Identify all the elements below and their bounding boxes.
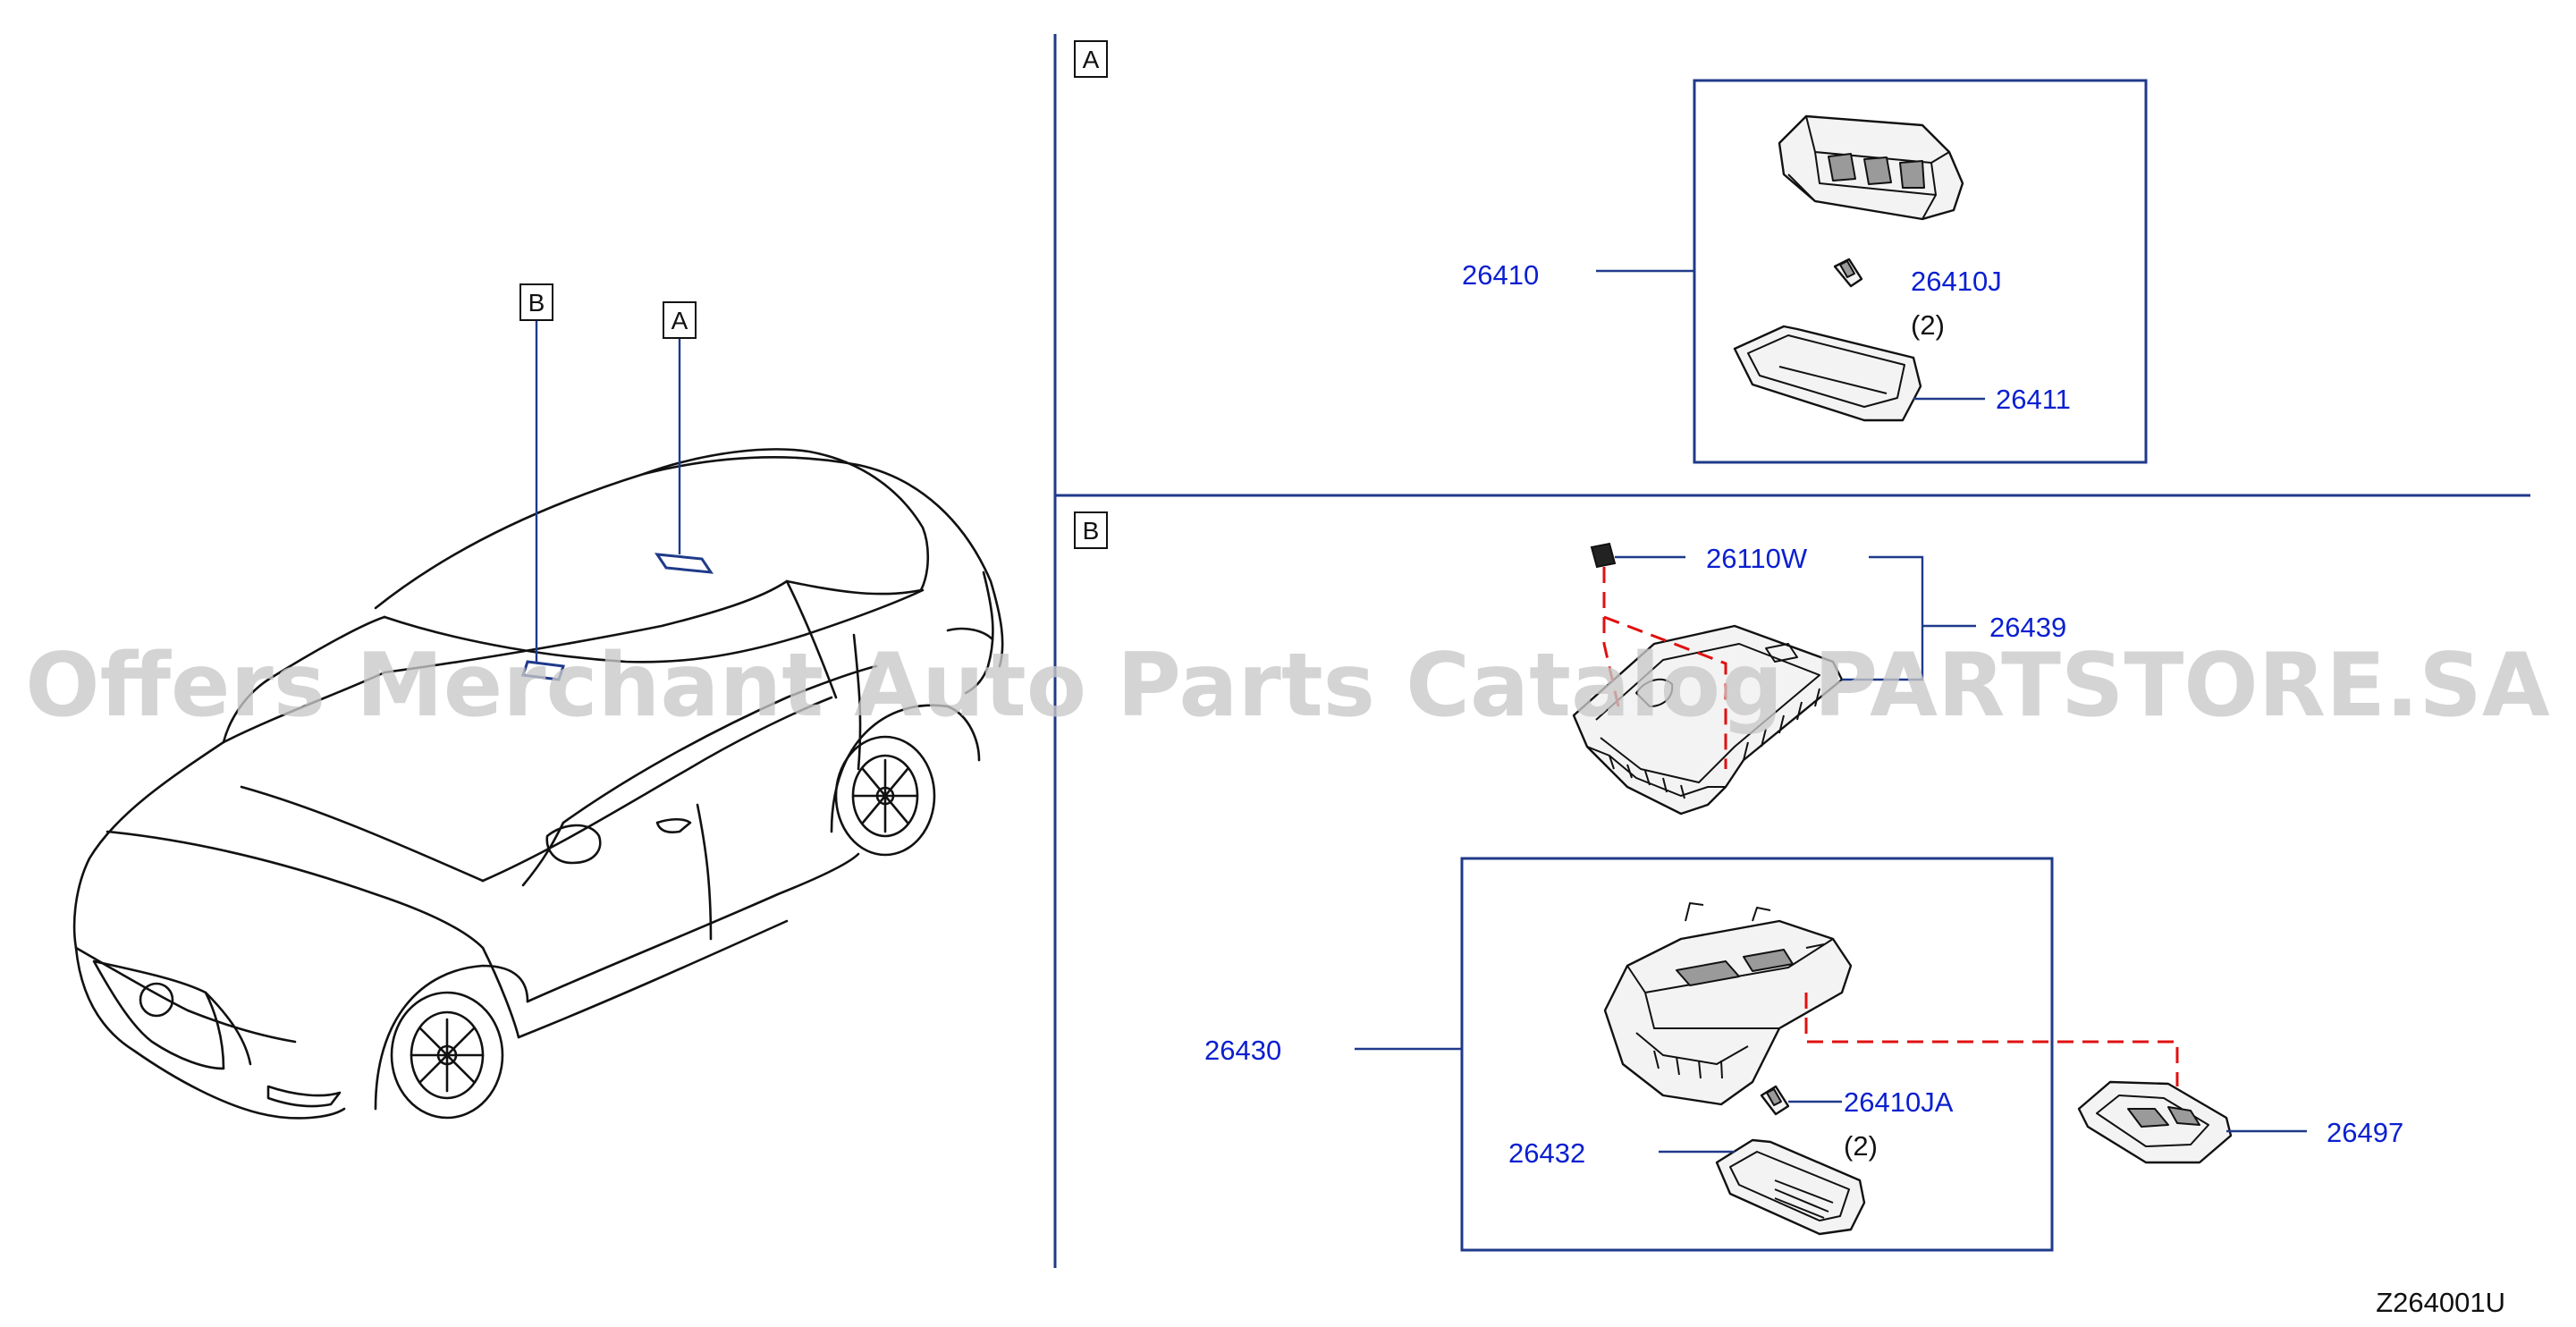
part-number-26432[interactable]: 26432 bbox=[1508, 1137, 1585, 1169]
leader-26439-bracket bbox=[1842, 555, 1924, 681]
quantity-26410j: (2) bbox=[1911, 309, 1945, 341]
part-number-26410j[interactable]: 26410J bbox=[1911, 266, 2002, 297]
part-number-26411[interactable]: 26411 bbox=[1996, 384, 2071, 415]
lens-26432-illustration bbox=[1715, 1138, 1866, 1236]
part-number-26110w[interactable]: 26110W bbox=[1706, 543, 1808, 574]
section-b-label: B bbox=[1083, 517, 1100, 545]
map-lamp-assembly-illustration bbox=[1778, 114, 1964, 221]
bulb-26410j-illustration bbox=[1833, 258, 1863, 288]
callout-box-a bbox=[663, 301, 697, 339]
part-number-26497[interactable]: 26497 bbox=[2327, 1117, 2403, 1148]
connector-line-clip-a bbox=[1602, 567, 1620, 707]
connector-line-clip-b bbox=[1603, 615, 1727, 769]
location-marker-a bbox=[654, 553, 714, 574]
section-a-label: A bbox=[1083, 46, 1100, 73]
watermark-text: Offers Merchant Auto Parts Catalog PARTS… bbox=[25, 635, 2550, 737]
location-marker-b bbox=[520, 660, 566, 681]
connector-line-switch bbox=[1804, 993, 2179, 1086]
bulb-26410ja-illustration bbox=[1760, 1085, 1790, 1116]
switch-26497-illustration bbox=[2077, 1080, 2233, 1164]
bracket-26439-illustration bbox=[1572, 624, 1844, 816]
section-a-marker bbox=[1074, 40, 1108, 78]
callout-label-a: A bbox=[671, 307, 688, 334]
part-number-26430[interactable]: 26430 bbox=[1204, 1035, 1281, 1066]
callout-box-b bbox=[519, 283, 553, 321]
quantity-26410ja: (2) bbox=[1844, 1130, 1878, 1162]
vehicle-illustration bbox=[72, 320, 1004, 1120]
lens-26411-illustration bbox=[1733, 325, 1922, 422]
diagram-code: Z264001U bbox=[2376, 1287, 2505, 1318]
part-number-26410ja[interactable]: 26410JA bbox=[1844, 1086, 1954, 1118]
roof-console-illustration bbox=[1603, 902, 1853, 1106]
section-b-assembly-frame bbox=[1460, 857, 2054, 1252]
part-number-26439[interactable]: 26439 bbox=[1989, 612, 2066, 643]
callout-label-b: B bbox=[528, 289, 545, 317]
clip-26110w-illustration bbox=[1590, 542, 1617, 569]
section-b-marker bbox=[1074, 511, 1108, 549]
part-number-26410[interactable]: 26410 bbox=[1462, 259, 1539, 291]
